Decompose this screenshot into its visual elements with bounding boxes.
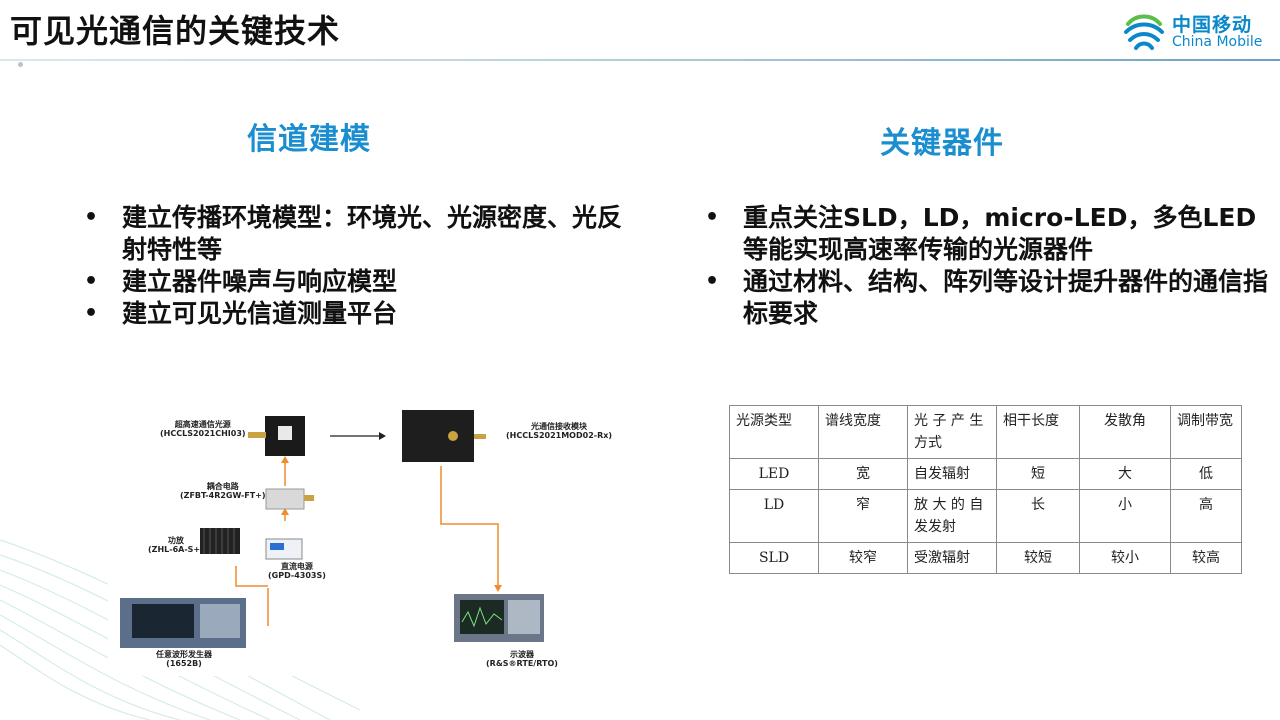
signal-arrows bbox=[235, 460, 499, 626]
coupler-device bbox=[265, 488, 314, 510]
table-header-cell: 光 子 产 生 方式 bbox=[907, 405, 997, 459]
left-bullet-3: 建立可见光信道测量平台 bbox=[84, 298, 644, 330]
table-row: LED 宽 自发辐射 短 大 低 bbox=[729, 458, 1242, 490]
table-header-cell: 调制带宽 bbox=[1170, 405, 1242, 459]
light-source-device bbox=[248, 416, 305, 456]
table-header-cell: 光源类型 bbox=[729, 405, 819, 459]
oscilloscope-device bbox=[454, 594, 544, 642]
table-cell: 大 bbox=[1079, 458, 1171, 490]
measurement-platform-diagram: 超高速通信光源(HCCLS2021CHI03) 耦合电路(ZFBT-4R2GW-… bbox=[108, 396, 612, 676]
table-cell: SLD bbox=[729, 542, 819, 574]
table-cell: 较短 bbox=[996, 542, 1080, 574]
left-bullet-list: 建立传播环境模型：环境光、光源密度、光反射特性等 建立器件噪声与响应模型 建立可… bbox=[84, 202, 644, 330]
header-divider bbox=[0, 59, 1280, 61]
table-cell: 高 bbox=[1170, 489, 1242, 543]
right-bullet-1: 重点关注SLD，LD，micro-LED，多色LED等能实现高速率传输的光源器件 bbox=[705, 202, 1273, 266]
table-row: LD 窄 放 大 的 自 发发射 长 小 高 bbox=[729, 489, 1242, 543]
source-to-receiver-arrow bbox=[330, 432, 386, 440]
amplifier-device bbox=[200, 528, 240, 554]
arrow-heads bbox=[281, 456, 502, 592]
table-cell: 小 bbox=[1079, 489, 1171, 543]
table-cell: 放 大 的 自 发发射 bbox=[907, 489, 997, 543]
china-mobile-logo-icon bbox=[1124, 14, 1164, 50]
awg-label: 任意波形发生器(1652B) bbox=[156, 650, 212, 668]
table-header-cell: 谱线宽度 bbox=[818, 405, 908, 459]
right-bullet-2: 通过材料、结构、阵列等设计提升器件的通信指标要求 bbox=[705, 266, 1273, 330]
left-heading: 信道建模 bbox=[247, 122, 371, 157]
oscilloscope-label: 示波器(R&S®RTE/RTO) bbox=[486, 650, 558, 668]
left-bullet-2: 建立器件噪声与响应模型 bbox=[84, 266, 644, 298]
table-header-row: 光源类型 谱线宽度 光 子 产 生 方式 相干长度 发散角 调制带宽 bbox=[729, 405, 1242, 459]
receiver-device bbox=[402, 410, 486, 462]
header-dot bbox=[18, 62, 23, 67]
slide-title: 可见光通信的关键技术 bbox=[10, 12, 341, 50]
logo-name-en: China Mobile bbox=[1172, 34, 1263, 50]
left-bullet-1: 建立传播环境模型：环境光、光源密度、光反射特性等 bbox=[84, 202, 644, 266]
table-cell: 受激辐射 bbox=[907, 542, 997, 574]
right-heading: 关键器件 bbox=[880, 126, 1004, 161]
table-cell: 低 bbox=[1170, 458, 1242, 490]
table-header-cell: 相干长度 bbox=[996, 405, 1080, 459]
table-cell: 窄 bbox=[818, 489, 908, 543]
logo-name-cn: 中国移动 bbox=[1172, 14, 1253, 36]
right-bullet-list: 重点关注SLD，LD，micro-LED，多色LED等能实现高速率传输的光源器件… bbox=[705, 202, 1273, 330]
awg-device bbox=[120, 598, 246, 648]
table-cell: 长 bbox=[996, 489, 1080, 543]
table-cell: 短 bbox=[996, 458, 1080, 490]
china-mobile-logo: 中国移动 China Mobile bbox=[1122, 10, 1272, 54]
table-cell: LED bbox=[729, 458, 819, 490]
dc-power-label: 直流电源(GPD-4303S) bbox=[268, 562, 326, 580]
table-row: SLD 较窄 受激辐射 较短 较小 较高 bbox=[729, 542, 1242, 574]
table-cell: 较小 bbox=[1079, 542, 1171, 574]
table-header-cell: 发散角 bbox=[1079, 405, 1171, 459]
amplifier-label: 功放(ZHL-6A-S+) bbox=[148, 536, 204, 554]
table-cell: 较窄 bbox=[818, 542, 908, 574]
light-source-comparison-table: 光源类型 谱线宽度 光 子 产 生 方式 相干长度 发散角 调制带宽 LED 宽… bbox=[729, 405, 1242, 574]
table-cell: 较高 bbox=[1170, 542, 1242, 574]
source-label: 超高速通信光源(HCCLS2021CHI03) bbox=[160, 420, 246, 438]
receiver-label: 光通信接收模块(HCCLS2021MOD02-Rx) bbox=[506, 422, 613, 440]
dc-power-device bbox=[265, 538, 303, 560]
table-cell: 自发辐射 bbox=[907, 458, 997, 490]
table-cell: LD bbox=[729, 489, 819, 543]
diagram-graphics bbox=[120, 410, 544, 648]
table-cell: 宽 bbox=[818, 458, 908, 490]
coupler-label: 耦合电路(ZFBT-4R2GW-FT+) bbox=[180, 482, 266, 500]
